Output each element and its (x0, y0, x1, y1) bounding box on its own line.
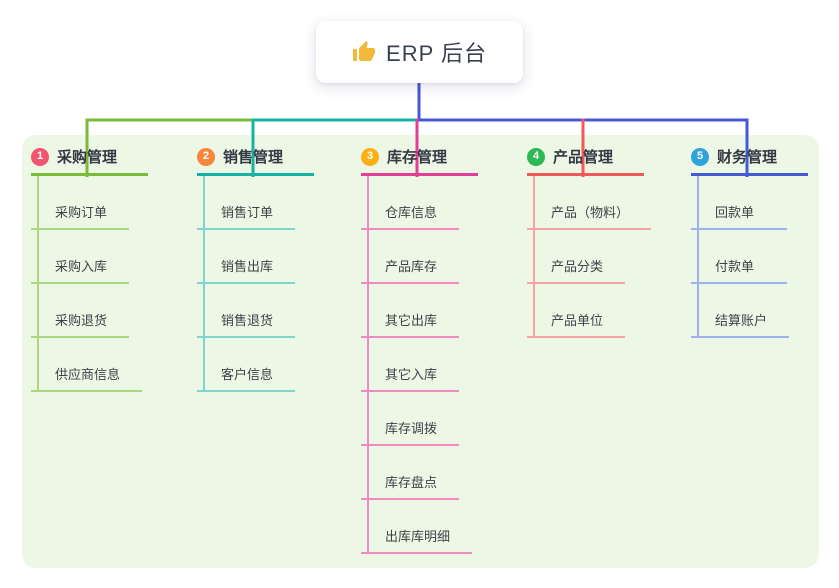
branch-label: 销售管理 (223, 149, 284, 166)
child-node[interactable]: 付款单 (691, 230, 787, 284)
child-label: 库存盘点 (385, 475, 438, 490)
child-label: 产品单位 (551, 313, 604, 328)
child-label: 产品（物料） (551, 205, 630, 220)
child-node[interactable]: 销售退货 (197, 284, 296, 338)
child-label: 付款单 (715, 259, 755, 274)
child-label: 客户信息 (221, 367, 274, 382)
child-node[interactable]: 仓库信息 (361, 176, 460, 230)
branch-badge-5: 5 (691, 147, 709, 166)
child-node[interactable]: 回款单 (691, 176, 787, 230)
branch-2: 2 销售管理销售订单销售出库销售退货客户信息 (197, 146, 357, 392)
child-node[interactable]: 产品分类 (527, 230, 626, 284)
child-node[interactable]: 库存盘点 (361, 446, 460, 500)
branch-child-connector (533, 176, 535, 337)
child-label: 其它入库 (385, 367, 438, 382)
branch-3: 3 库存管理仓库信息产品库存其它出库其它入库库存调拨库存盘点出库库明细 (361, 146, 521, 554)
child-node[interactable]: 采购订单 (31, 176, 130, 230)
child-label: 其它出库 (385, 313, 438, 328)
branch-label: 采购管理 (57, 149, 118, 166)
child-node[interactable]: 产品（物料） (527, 176, 652, 230)
child-label: 销售出库 (221, 259, 274, 274)
child-node[interactable]: 产品单位 (527, 284, 626, 338)
branch-child-connector (367, 176, 369, 553)
child-node[interactable]: 供应商信息 (31, 338, 143, 392)
root-node[interactable]: ERP 后台 (316, 21, 523, 83)
child-node[interactable]: 采购入库 (31, 230, 130, 284)
child-label: 采购订单 (55, 205, 108, 220)
child-label: 供应商信息 (55, 367, 121, 382)
child-node[interactable]: 结算账户 (691, 284, 790, 338)
child-node[interactable]: 出库库明细 (361, 500, 473, 554)
child-label: 采购入库 (55, 259, 108, 274)
branch-header-2[interactable]: 2 销售管理 (197, 146, 314, 176)
branch-header-4[interactable]: 4 产品管理 (527, 146, 644, 176)
branch-badge-3: 3 (361, 147, 379, 166)
child-label: 销售退货 (221, 313, 274, 328)
root-title: ERP 后台 (386, 41, 487, 66)
child-label: 结算账户 (715, 313, 768, 328)
child-label: 仓库信息 (385, 205, 438, 220)
child-label: 产品分类 (551, 259, 604, 274)
mindmap-canvas (22, 135, 819, 568)
branch-child-connector (697, 176, 699, 337)
branch-badge-1: 1 (31, 147, 49, 166)
child-node[interactable]: 采购退货 (31, 284, 130, 338)
child-node[interactable]: 客户信息 (197, 338, 296, 392)
child-label: 采购退货 (55, 313, 108, 328)
child-label: 产品库存 (385, 259, 438, 274)
branch-label: 产品管理 (553, 149, 614, 166)
child-label: 出库库明细 (385, 529, 451, 544)
child-node[interactable]: 产品库存 (361, 230, 460, 284)
branch-label: 财务管理 (717, 149, 778, 166)
child-label: 回款单 (715, 205, 755, 220)
thumbs-up-icon (352, 40, 376, 64)
branch-badge-4: 4 (527, 147, 545, 166)
child-label: 销售订单 (221, 205, 274, 220)
branch-5: 5 财务管理回款单付款单结算账户 (691, 146, 839, 338)
branch-1: 1 采购管理采购订单采购入库采购退货供应商信息 (31, 146, 191, 392)
branch-header-3[interactable]: 3 库存管理 (361, 146, 478, 176)
child-node[interactable]: 销售订单 (197, 176, 296, 230)
branch-4: 4 产品管理产品（物料） 产品分类产品单位 (527, 146, 687, 338)
child-node[interactable]: 其它出库 (361, 284, 460, 338)
branch-header-1[interactable]: 1 采购管理 (31, 146, 148, 176)
branch-header-5[interactable]: 5 财务管理 (691, 146, 808, 176)
child-node[interactable]: 库存调拨 (361, 392, 460, 446)
child-node[interactable]: 销售出库 (197, 230, 296, 284)
child-node[interactable]: 其它入库 (361, 338, 460, 392)
branch-badge-2: 2 (197, 147, 215, 166)
child-label: 库存调拨 (385, 421, 438, 436)
branch-label: 库存管理 (387, 149, 448, 166)
